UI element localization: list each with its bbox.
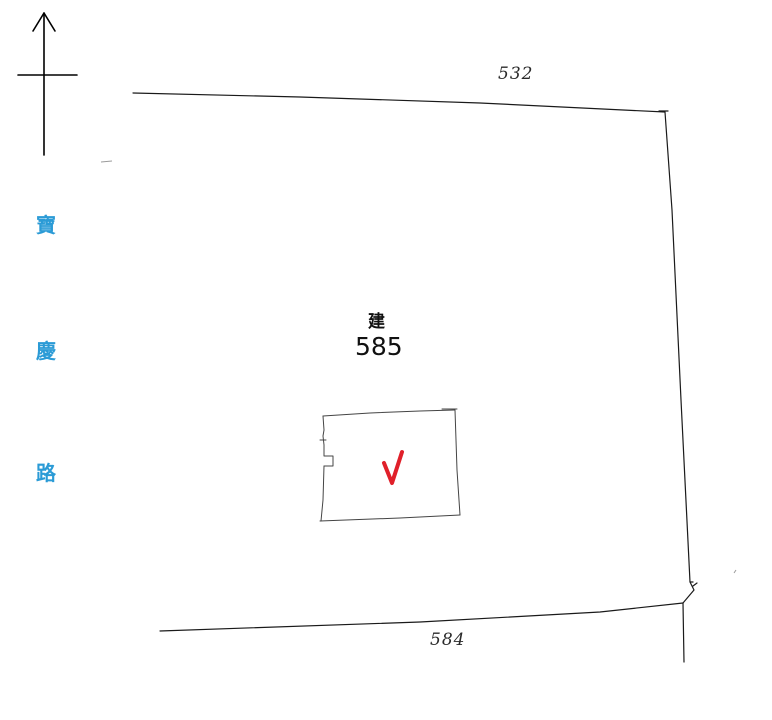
north-arrow-icon [17,12,78,156]
road-name-char-3: 路 [36,461,57,485]
adjacent-parcel-label-top: 532 [498,64,533,84]
adjacent-parcel-label-bottom: 584 [430,630,465,650]
building-footprint [319,408,461,522]
road-name-char-1: 寶 [36,213,56,237]
stray-mark-right [733,569,737,574]
parcel-type-label: 建 [368,311,385,332]
road-name-char-2: 慶 [36,339,56,363]
stray-tick-mark [100,160,113,163]
parcel-boundary [132,92,698,663]
check-mark-icon [382,450,404,485]
parcel-number-label: 585 [355,332,403,361]
